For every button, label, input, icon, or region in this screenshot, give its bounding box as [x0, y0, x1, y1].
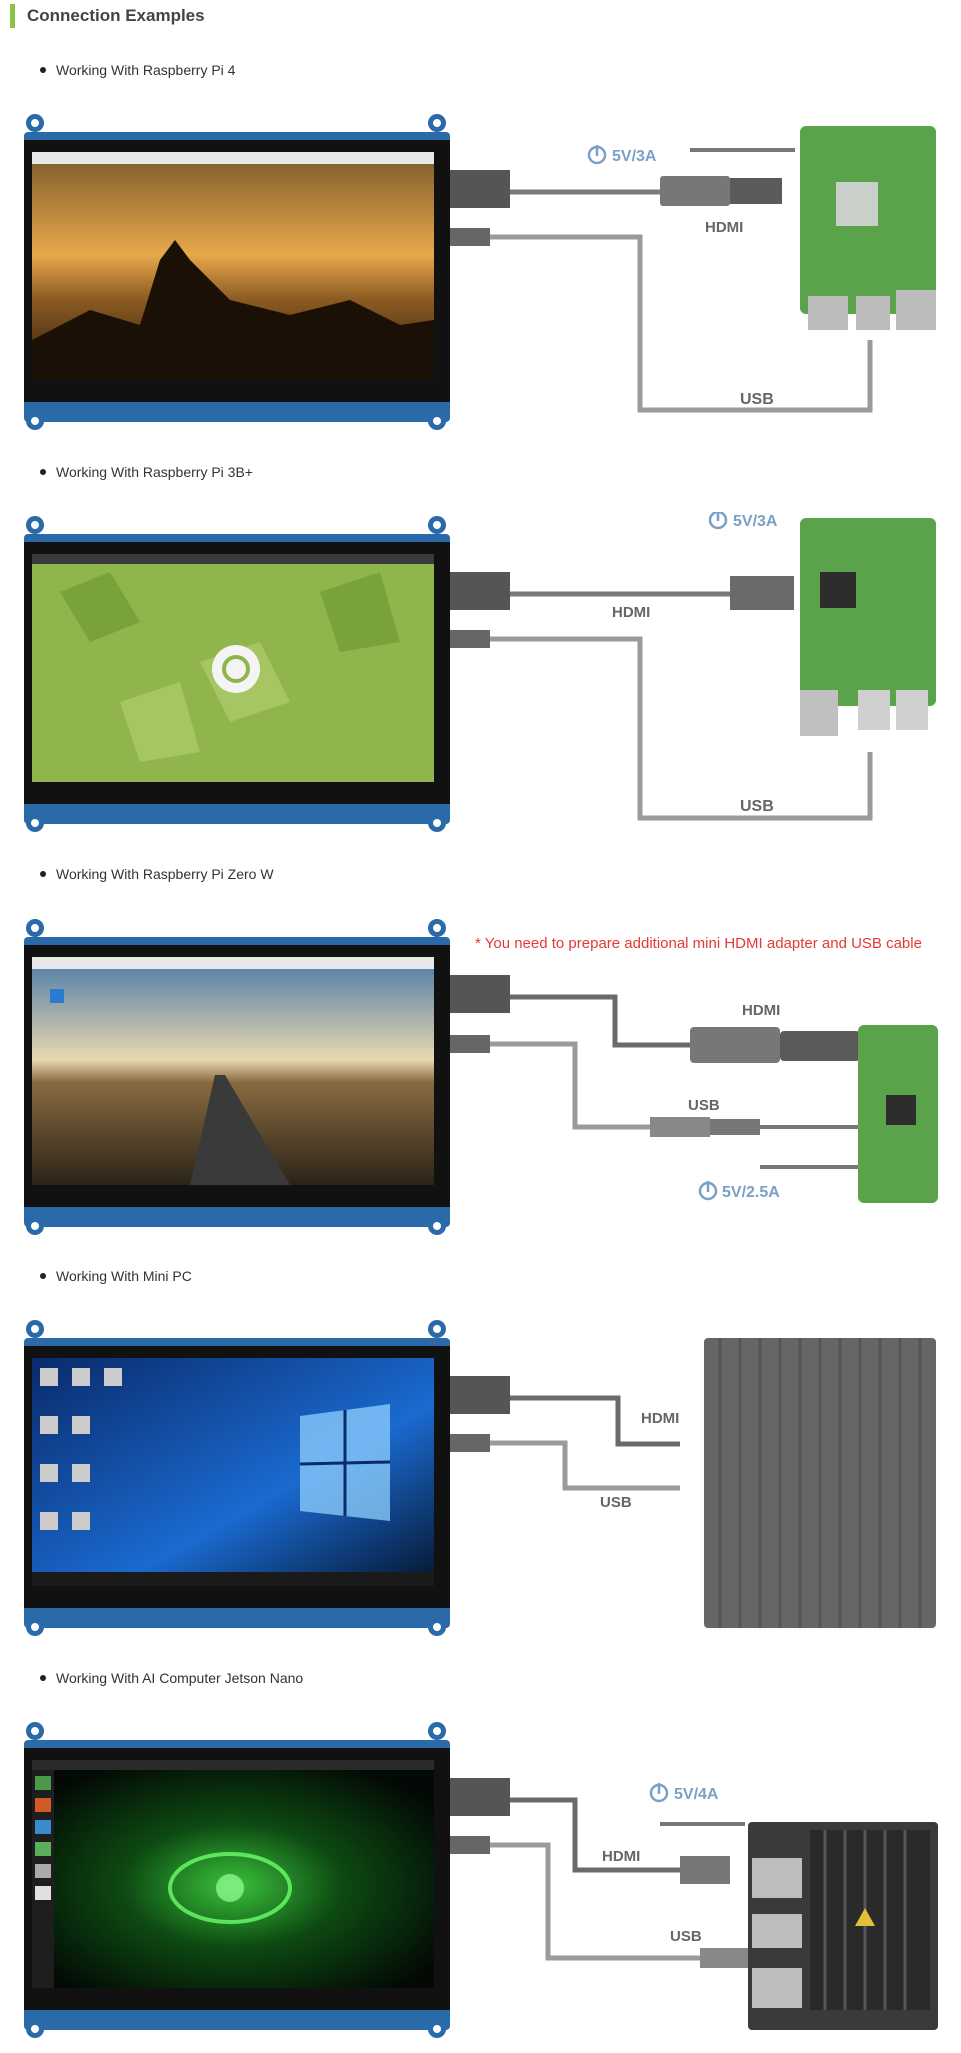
hdmi-port	[450, 1376, 510, 1414]
power-label: 5V/4A	[674, 1786, 719, 1803]
heading-pi3b: Working With Raspberry Pi 3B+	[40, 464, 253, 480]
usb-label: USB	[740, 391, 774, 408]
power-icon	[649, 1783, 669, 1803]
example-jetson: 5V/4A HDMI USB	[0, 1718, 961, 2038]
hdmi-label: HDMI	[612, 604, 650, 621]
minipc-diagram: HDMI USB	[24, 1320, 936, 1636]
hdmi-port	[450, 975, 510, 1013]
desktop-taskbar	[32, 152, 434, 164]
example-pi4: 5V/3A HDMI USB	[0, 110, 961, 430]
power-label: 5V/3A	[733, 513, 778, 530]
raspberry-pi-3b-board	[800, 518, 936, 706]
desktop-taskbar	[32, 1572, 434, 1586]
power-icon	[587, 145, 607, 165]
power-label: 5V/2.5A	[722, 1184, 780, 1201]
hdmi-port	[450, 1778, 510, 1816]
screen-wallpaper	[32, 1760, 434, 1988]
power-icon	[708, 512, 728, 530]
usb-port	[450, 630, 490, 648]
hdmi-port	[450, 170, 510, 208]
heading-pi4: Working With Raspberry Pi 4	[40, 62, 235, 78]
power-label: 5V/3A	[612, 148, 657, 165]
hdmi-label: HDMI	[602, 1848, 640, 1865]
section-header: Connection Examples	[10, 4, 205, 28]
usb-port	[450, 1434, 490, 1452]
usb-label: USB	[688, 1097, 720, 1114]
usb-port	[450, 1035, 490, 1053]
hdmi-label: HDMI	[641, 1410, 679, 1427]
usb-label: USB	[740, 798, 774, 815]
example-minipc: HDMI USB	[0, 1316, 961, 1636]
section-title: Connection Examples	[27, 6, 205, 25]
heading-jetson: Working With AI Computer Jetson Nano	[40, 1670, 303, 1686]
desktop-taskbar	[32, 1760, 434, 1770]
usb-port	[450, 1836, 490, 1854]
usb-port	[450, 228, 490, 246]
pi3b-diagram: 5V/3A HDMI USB	[24, 512, 936, 832]
pizero-diagram: HDMI USB 5V/2.5A	[24, 919, 938, 1235]
nvidia-eye-icon	[168, 1852, 292, 1924]
pi4-diagram: 5V/3A HDMI USB	[24, 114, 936, 430]
desktop-taskbar	[32, 554, 434, 564]
jetson-diagram: 5V/4A HDMI USB	[24, 1722, 938, 2038]
usb-label: USB	[670, 1928, 702, 1945]
usb-label: USB	[600, 1494, 632, 1511]
hdmi-label: HDMI	[742, 1002, 780, 1019]
heading-minipc: Working With Mini PC	[40, 1268, 192, 1284]
adapter-note: * You need to prepare additional mini HD…	[475, 935, 922, 952]
warning-icon	[855, 1908, 875, 1926]
power-icon	[698, 1181, 718, 1201]
example-pi3b: 5V/3A HDMI USB	[0, 512, 961, 832]
example-pizero: HDMI USB 5V/2.5A	[0, 915, 961, 1235]
ubuntu-logo-icon	[212, 645, 260, 693]
heading-pizero: Working With Raspberry Pi Zero W	[40, 866, 274, 882]
desktop-taskbar	[32, 957, 434, 969]
hdmi-port	[450, 572, 510, 610]
hdmi-label: HDMI	[705, 219, 743, 236]
